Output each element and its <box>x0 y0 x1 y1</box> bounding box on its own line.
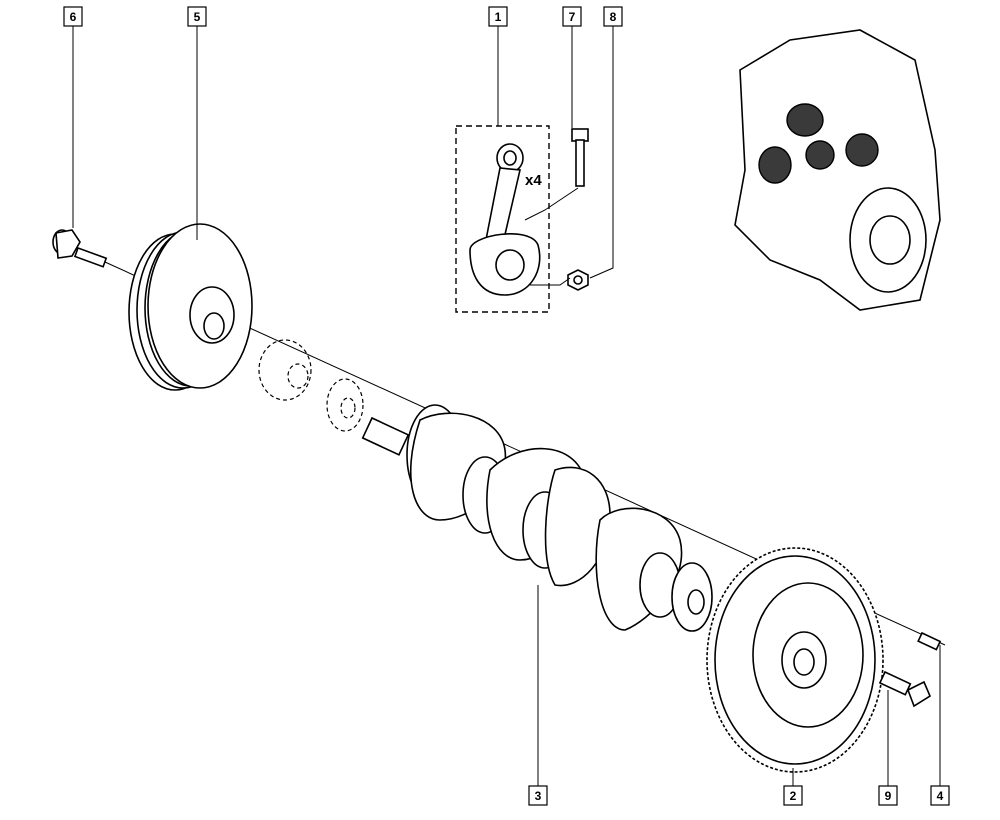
connecting-rod <box>469 143 541 296</box>
flywheel <box>706 547 884 773</box>
pulley-bolt <box>52 229 108 268</box>
timing-sprocket-outline <box>258 339 364 432</box>
callout-8: 8 <box>603 6 623 27</box>
connecting-rod-frame <box>455 125 550 313</box>
dowel-pin <box>917 631 942 651</box>
svg-text:1: 1 <box>495 10 502 24</box>
callout-4: 4 <box>930 785 950 806</box>
crankshaft <box>361 404 713 632</box>
crankshaft-pulley <box>128 223 253 391</box>
callout-7: 7 <box>562 6 582 27</box>
connecting-rod-bolt <box>571 128 589 187</box>
connecting-rod-nut <box>567 269 589 291</box>
svg-text:8: 8 <box>610 10 617 24</box>
callout-5: 5 <box>187 6 207 27</box>
svg-text:4: 4 <box>937 789 944 803</box>
svg-text:2: 2 <box>790 789 797 803</box>
svg-text:6: 6 <box>70 10 77 24</box>
callout-6: 6 <box>63 6 83 27</box>
callout-9: 9 <box>878 785 898 806</box>
quantity-label: x4 <box>525 172 542 189</box>
callout-3: 3 <box>528 785 548 806</box>
flywheel-bolt <box>878 670 932 708</box>
callout-leaders <box>72 25 941 788</box>
engine-thumbnail <box>734 29 941 311</box>
callout-1: 1 <box>488 6 508 27</box>
svg-text:9: 9 <box>885 789 892 803</box>
svg-text:3: 3 <box>535 789 542 803</box>
callout-2: 2 <box>783 785 803 806</box>
svg-text:5: 5 <box>194 10 201 24</box>
svg-text:7: 7 <box>569 10 576 24</box>
